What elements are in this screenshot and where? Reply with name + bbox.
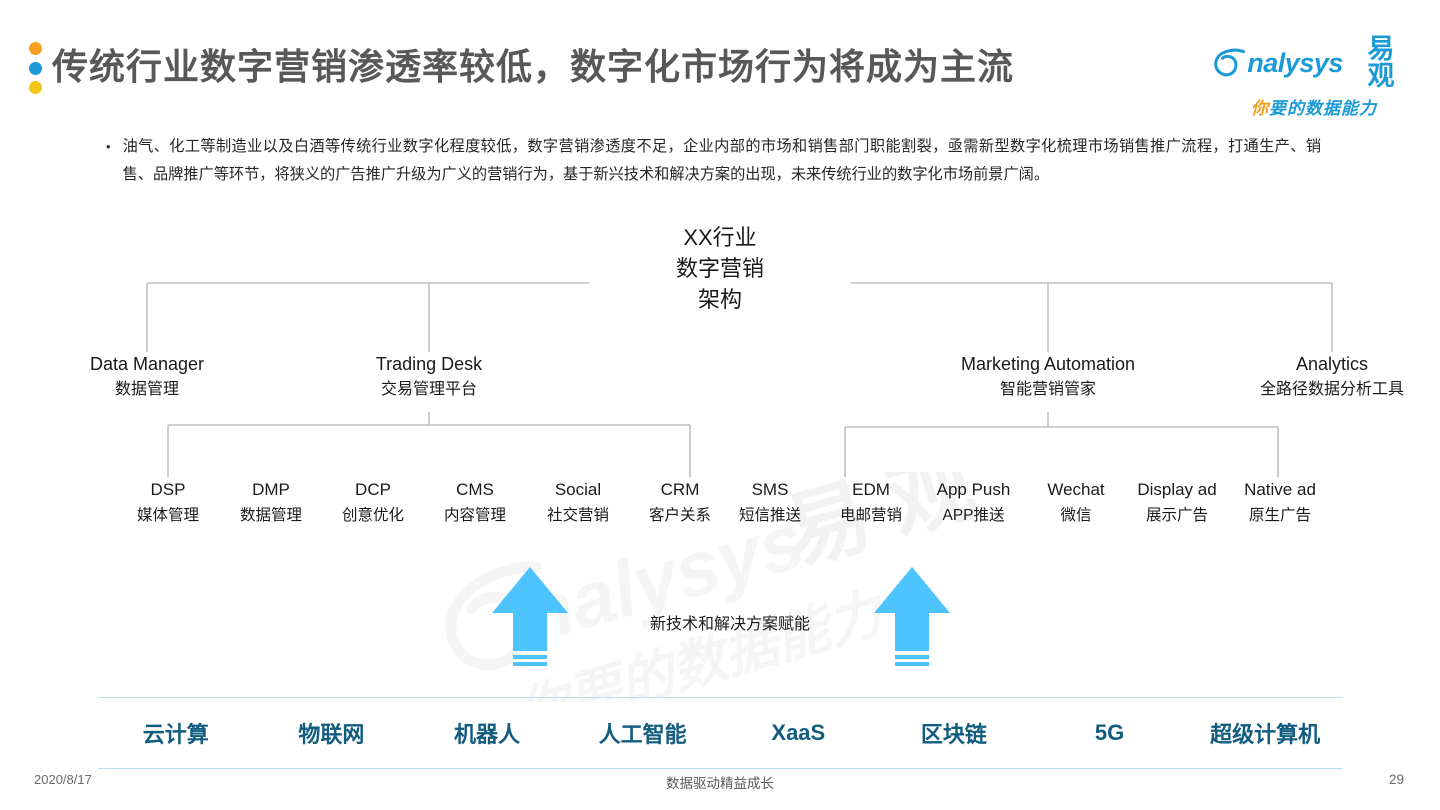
diagram-leaf-row: DSP 媒体管理 DMP 数据管理 DCP 创意优化 CMS 内容管理 Soci…	[0, 477, 1440, 539]
leaf-dcp: DCP 创意优化	[313, 477, 433, 529]
diagram-root-node: XX行业 数字营销 架构	[590, 222, 850, 315]
leaf-display-ad: Display ad 展示广告	[1116, 477, 1238, 529]
root-line-3: 架构	[697, 287, 742, 312]
leaf-dsp: DSP 媒体管理	[108, 477, 228, 529]
paragraph-bullet-icon: •	[106, 139, 111, 154]
footer-page-number: 29	[1388, 772, 1404, 787]
footer-date: 2020/8/17	[34, 772, 92, 787]
tech-item-supercomputer: 超级计算机	[1210, 722, 1321, 747]
tech-item-iot: 物联网	[298, 722, 365, 747]
body-paragraph-block: • 油气、化工等制造业以及白酒等传统行业数字化程度较低，数字营销渗透度不足，企业…	[106, 133, 1321, 189]
leaf-native-ad: Native ad 原生广告	[1219, 477, 1341, 529]
leaf-app-push: App Push APP推送	[911, 477, 1036, 529]
leaf-cn: APP推送	[942, 507, 1005, 524]
diagram-category-row: Data Manager 数据管理 Trading Desk 交易管理平台 Ma…	[0, 352, 1440, 412]
category-cn: 全路径数据分析工具	[1259, 381, 1404, 398]
leaf-cn: 原生广告	[1248, 507, 1311, 524]
leaf-cn: 创意优化	[341, 507, 404, 524]
tech-item-xaas: XaaS	[771, 720, 826, 745]
leaf-cn: 微信	[1060, 507, 1092, 524]
category-en: Data Manager	[89, 354, 205, 374]
category-analytics: Analytics 全路径数据分析工具	[1222, 352, 1440, 402]
category-en: Analytics	[1295, 354, 1369, 374]
leaf-en: App Push	[936, 480, 1011, 499]
category-en: Marketing Automation	[960, 354, 1136, 374]
logo-wordmark-cn: 易 观	[1367, 34, 1397, 91]
category-cn: 数据管理	[114, 381, 179, 398]
category-cn: 智能营销管家	[999, 381, 1096, 398]
tech-item-robotics: 机器人	[454, 722, 521, 747]
slide-footer: 2020/8/17 数据驱动精益成长 29	[0, 772, 1440, 802]
category-trading-desk: Trading Desk 交易管理平台	[329, 352, 529, 402]
tech-item-blockchain: 区块链	[920, 722, 987, 747]
enablement-band	[0, 560, 1440, 680]
leaf-social: Social 社交营销	[518, 477, 638, 529]
leaf-cn: 数据管理	[239, 507, 302, 524]
root-line-2: 数字营销	[675, 256, 764, 281]
title-bullet-dots	[28, 42, 42, 94]
tech-item-cloud: 云计算	[142, 722, 209, 747]
technology-band: 云计算 物联网 机器人 人工智能 XaaS 区块链 5G 超级计算机	[98, 697, 1343, 769]
architecture-diagram: nalysys 易 观 你要的数据能力	[0, 222, 1440, 702]
leaf-en: Wechat	[1047, 480, 1105, 499]
brand-logo: nalysys 易 观 你要的数据能力	[1214, 36, 1414, 119]
leaf-sms: SMS 短信推送	[710, 477, 830, 529]
dot-blue-icon	[28, 61, 42, 75]
leaf-wechat: Wechat 微信	[1016, 477, 1136, 529]
category-en: Trading Desk	[375, 354, 483, 374]
leaf-en: CMS	[456, 480, 494, 499]
leaf-cn: 电邮营销	[839, 507, 902, 524]
leaf-cn: 短信推送	[738, 507, 801, 524]
leaf-cn: 媒体管理	[136, 507, 199, 524]
leaf-en: Social	[554, 480, 602, 499]
logo-tagline-rest: 要的数据能力	[1269, 99, 1377, 118]
leaf-en: DCP	[355, 480, 391, 499]
up-arrow-left-icon	[492, 567, 568, 666]
logo-wordmark: nalysys	[1247, 47, 1343, 78]
dot-yellow-icon	[28, 81, 42, 94]
dot-orange-icon	[28, 42, 42, 55]
analysys-swoosh-icon	[1214, 48, 1245, 77]
category-data-manager: Data Manager 数据管理	[47, 352, 247, 402]
leaf-en: Display ad	[1137, 480, 1217, 499]
leaf-en: SMS	[751, 480, 789, 499]
leaf-dmp: DMP 数据管理	[211, 477, 331, 529]
root-line-1: XX行业	[683, 225, 757, 250]
category-cn: 交易管理平台	[380, 381, 477, 398]
leaf-cn: 客户关系	[648, 507, 711, 524]
leaf-cms: CMS 内容管理	[415, 477, 535, 529]
leaf-edm: EDM 电邮营销	[811, 477, 931, 529]
logo-tagline-first: 你	[1251, 99, 1269, 118]
logo-tagline: 你要的数据能力	[1214, 94, 1414, 119]
leaf-cn: 内容管理	[443, 507, 506, 524]
tech-item-5g: 5G	[1094, 720, 1125, 745]
enablement-label: 新技术和解决方案赋能	[649, 616, 810, 633]
up-arrow-right-icon	[874, 567, 950, 666]
leaf-en: DMP	[252, 480, 290, 499]
body-paragraph: 油气、化工等制造业以及白酒等传统行业数字化程度较低，数字营销渗透度不足，企业内部…	[122, 138, 1321, 183]
category-marketing-automation: Marketing Automation 智能营销管家	[918, 352, 1178, 402]
leaf-en: Native ad	[1244, 480, 1316, 499]
leaf-cn: 展示广告	[1145, 507, 1208, 524]
leaf-cn: 社交营销	[546, 507, 609, 524]
leaf-crm: CRM 客户关系	[620, 477, 740, 529]
leaf-en: CRM	[660, 480, 700, 499]
footer-slogan: 数据驱动精益成长	[666, 776, 774, 791]
leaf-en: DSP	[150, 480, 186, 499]
tech-item-ai: 人工智能	[598, 722, 687, 747]
leaf-en: EDM	[852, 480, 890, 499]
page-title: 传统行业数字营销渗透率较低，数字化市场行为将成为主流	[52, 46, 1015, 87]
